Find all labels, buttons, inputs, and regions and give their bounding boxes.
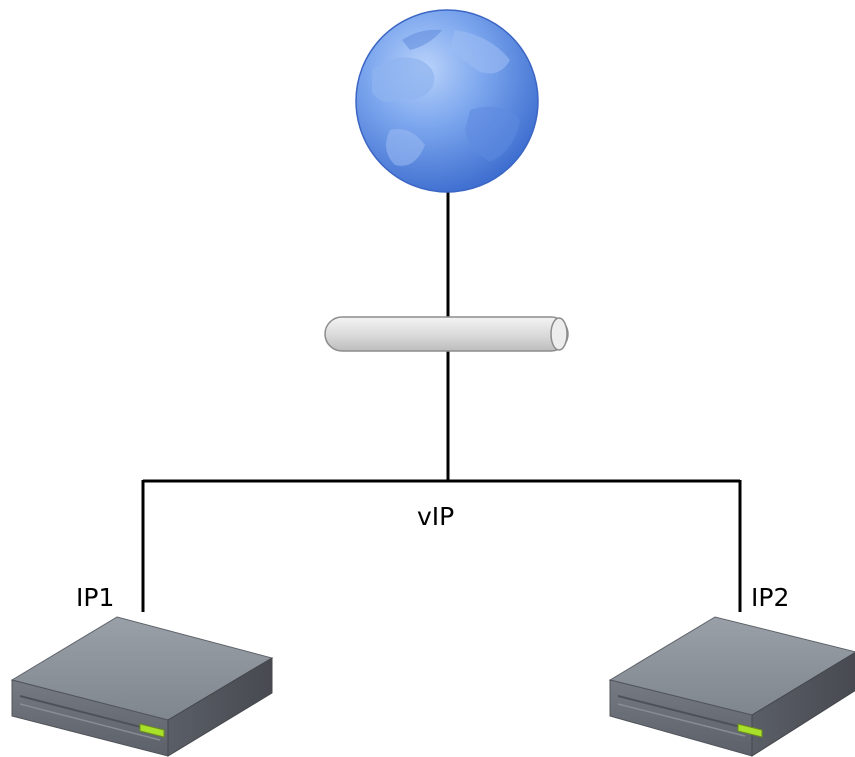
connector-lines <box>141 190 742 612</box>
ip2-label: IP2 <box>751 583 789 612</box>
ip1-label: IP1 <box>76 583 114 612</box>
vip-label: vIP <box>417 502 454 531</box>
server-1[interactable] <box>10 616 274 757</box>
server-2[interactable] <box>608 616 855 757</box>
network-switch-icon <box>324 316 569 352</box>
globe-icon <box>355 9 539 193</box>
server-icon <box>608 616 855 757</box>
server-icon <box>10 616 274 757</box>
